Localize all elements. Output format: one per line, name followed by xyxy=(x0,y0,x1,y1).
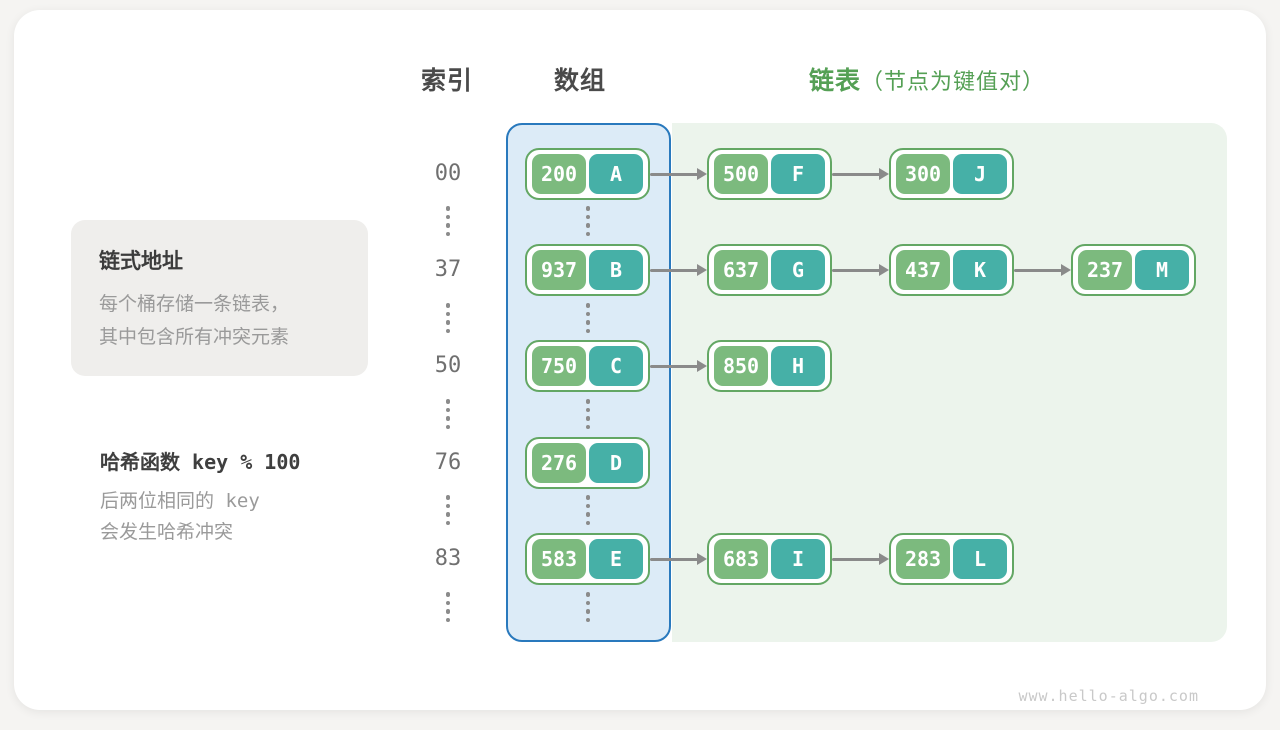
value-cell: F xyxy=(771,154,825,194)
value-cell: K xyxy=(953,250,1007,290)
rows-layer: 00 200 A 500 F 300 J 37 937 B 637 G 437 … xyxy=(14,10,1280,730)
key-cell: 283 xyxy=(896,539,950,579)
ellipsis-icon xyxy=(445,206,451,236)
key-cell: 583 xyxy=(532,539,586,579)
diagram-card: 索引 数组 链表（节点为键值对） 链式地址 每个桶存储一条链表， 其中包含所有冲… xyxy=(14,10,1266,710)
key-cell: 937 xyxy=(532,250,586,290)
key-cell: 500 xyxy=(714,154,768,194)
key-cell: 750 xyxy=(532,346,586,386)
ellipsis-icon xyxy=(445,495,451,525)
list-header-label: 链表 xyxy=(809,67,862,95)
ellipsis-icon xyxy=(585,399,591,429)
value-cell: I xyxy=(771,539,825,579)
arrow-icon xyxy=(832,148,889,200)
array-column-header: 数组 xyxy=(553,67,606,95)
arrow-icon xyxy=(1014,244,1071,296)
bucket-index-label: 50 xyxy=(434,353,462,378)
kv-node: 437 K xyxy=(889,244,1014,296)
bucket-row: 276 D xyxy=(525,437,650,489)
kv-node: 200 A xyxy=(525,148,650,200)
value-cell: D xyxy=(589,443,643,483)
kv-node: 937 B xyxy=(525,244,650,296)
hash-note-line: 后两位相同的 key xyxy=(100,490,260,512)
key-cell: 850 xyxy=(714,346,768,386)
arrow-icon xyxy=(832,244,889,296)
info-card-line: 每个桶存储一条链表， xyxy=(99,294,290,315)
info-card-line: 其中包含所有冲突元素 xyxy=(99,327,290,348)
hash-function-body: 后两位相同的 key 会发生哈希冲突 xyxy=(100,486,400,548)
key-cell: 683 xyxy=(714,539,768,579)
kv-node: 750 C xyxy=(525,340,650,392)
ellipsis-icon xyxy=(585,206,591,236)
arrow-icon xyxy=(650,340,707,392)
arrow-icon xyxy=(650,148,707,200)
value-cell: J xyxy=(953,154,1007,194)
ellipsis-icon xyxy=(445,399,451,429)
key-cell: 300 xyxy=(896,154,950,194)
kv-node: 237 M xyxy=(1071,244,1196,296)
bucket-row: 583 E 683 I 283 L xyxy=(525,533,1014,585)
bucket-index-label: 76 xyxy=(434,450,462,475)
bucket-row: 750 C 850 H xyxy=(525,340,832,392)
arrow-icon xyxy=(650,244,707,296)
bucket-index-label: 83 xyxy=(434,546,462,571)
index-column-header: 索引 xyxy=(420,67,473,95)
value-cell: G xyxy=(771,250,825,290)
bucket-index-label: 00 xyxy=(434,161,462,186)
chaining-info-card: 链式地址 每个桶存储一条链表， 其中包含所有冲突元素 xyxy=(71,220,368,376)
bucket-index-label: 37 xyxy=(434,257,462,282)
kv-node: 283 L xyxy=(889,533,1014,585)
list-header-note: （节点为键值对） xyxy=(861,69,1046,94)
kv-node: 300 J xyxy=(889,148,1014,200)
key-cell: 437 xyxy=(896,250,950,290)
arrow-icon xyxy=(832,533,889,585)
kv-node: 276 D xyxy=(525,437,650,489)
ellipsis-icon xyxy=(585,303,591,333)
info-card-title: 链式地址 xyxy=(99,250,183,273)
info-card-body: 每个桶存储一条链表， 其中包含所有冲突元素 xyxy=(99,288,340,354)
ellipsis-icon xyxy=(445,592,451,622)
kv-node: 637 G xyxy=(707,244,832,296)
watermark: www.hello-algo.com xyxy=(1018,687,1199,705)
key-cell: 276 xyxy=(532,443,586,483)
value-cell: M xyxy=(1135,250,1189,290)
value-cell: E xyxy=(589,539,643,579)
key-cell: 637 xyxy=(714,250,768,290)
kv-node: 500 F xyxy=(707,148,832,200)
kv-node: 583 E xyxy=(525,533,650,585)
hash-note-line: 会发生哈希冲突 xyxy=(100,521,234,543)
key-cell: 200 xyxy=(532,154,586,194)
kv-node: 683 I xyxy=(707,533,832,585)
bucket-row: 200 A 500 F 300 J xyxy=(525,148,1014,200)
value-cell: H xyxy=(771,346,825,386)
value-cell: A xyxy=(589,154,643,194)
value-cell: L xyxy=(953,539,1007,579)
key-cell: 237 xyxy=(1078,250,1132,290)
hash-function-note: 哈希函数 key % 100 后两位相同的 key 会发生哈希冲突 xyxy=(100,446,400,548)
kv-node: 850 H xyxy=(707,340,832,392)
ellipsis-icon xyxy=(585,592,591,622)
value-cell: B xyxy=(589,250,643,290)
ellipsis-icon xyxy=(585,495,591,525)
bucket-row: 937 B 637 G 437 K 237 M xyxy=(525,244,1196,296)
ellipsis-icon xyxy=(445,303,451,333)
value-cell: C xyxy=(589,346,643,386)
arrow-icon xyxy=(650,533,707,585)
list-column-header: 链表（节点为键值对） xyxy=(809,64,1229,98)
hash-function-title: 哈希函数 key % 100 xyxy=(100,450,301,474)
